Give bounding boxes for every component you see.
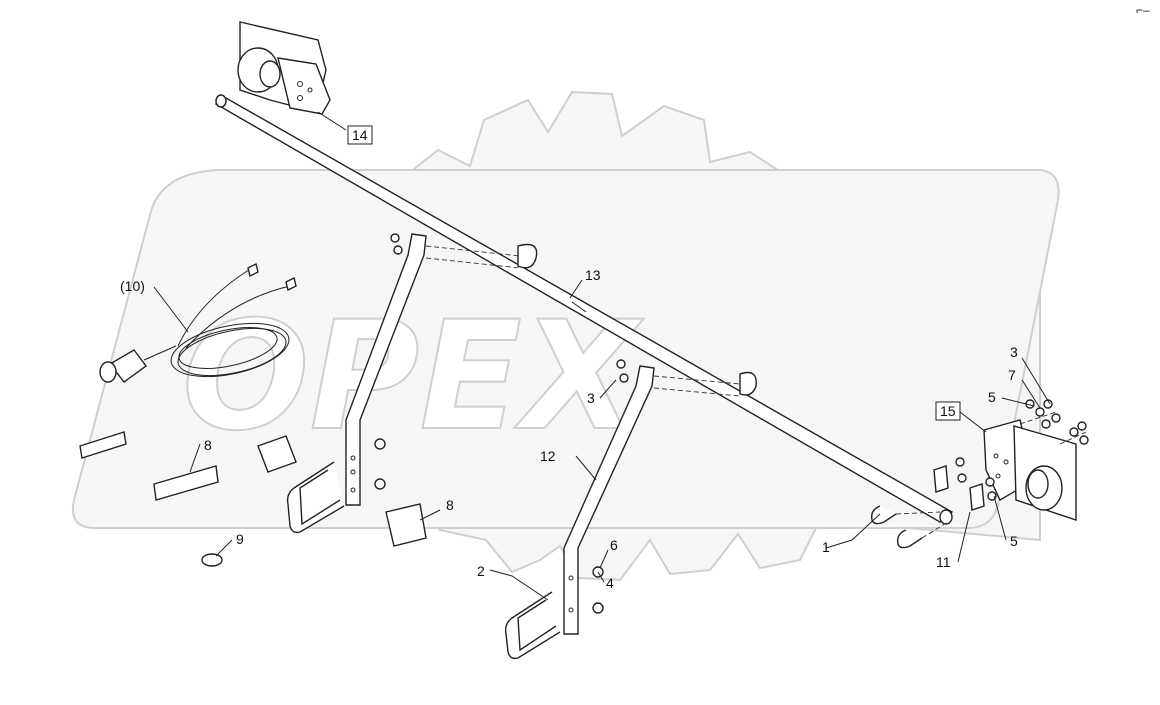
callout-1: 1 [822,539,830,555]
callout-12: 12 [540,448,556,464]
callout-7: 7 [1008,367,1016,383]
callout-14-box: 14 [347,125,373,145]
callout-6: 6 [610,537,618,553]
left-u-bolt [286,461,345,534]
decals [79,431,427,547]
callout-8b: 8 [446,497,454,513]
callout-labels: 1 2 3 3 4 5 5 6 7 8 8 9 (10) 11 12 13 14… [120,125,1018,591]
left-upright-bracket [345,233,538,506]
callout-3a: 3 [587,390,595,406]
callout-14: 14 [352,127,368,143]
callout-3b: 3 [1010,344,1018,360]
callout-9: 9 [236,531,244,547]
watermark-text: OPEX [182,290,644,464]
upright-bracket-12 [563,359,757,635]
callout-13: 13 [585,267,601,283]
callout-15: 15 [940,403,956,419]
tube-clamps [870,505,949,549]
watermark-logo: OPEX [72,90,1060,582]
callout-2: 2 [477,563,485,579]
leader-lines [153,111,1051,601]
callout-8a: 8 [204,437,212,453]
callout-5a: 5 [988,389,996,405]
callout-11: 11 [936,554,951,570]
left-lamp-assembly [237,21,331,115]
right-u-bolt [504,591,561,660]
callout-15-box: 15 [935,401,961,421]
main-cross-tube [214,94,954,525]
split-ring [201,553,223,567]
callout-5b: 5 [1010,533,1018,549]
callout-4: 4 [606,575,614,591]
callout-10: (10) [120,278,145,294]
corner-mark: ⌐– [1136,3,1150,17]
cable-harness [99,262,297,383]
